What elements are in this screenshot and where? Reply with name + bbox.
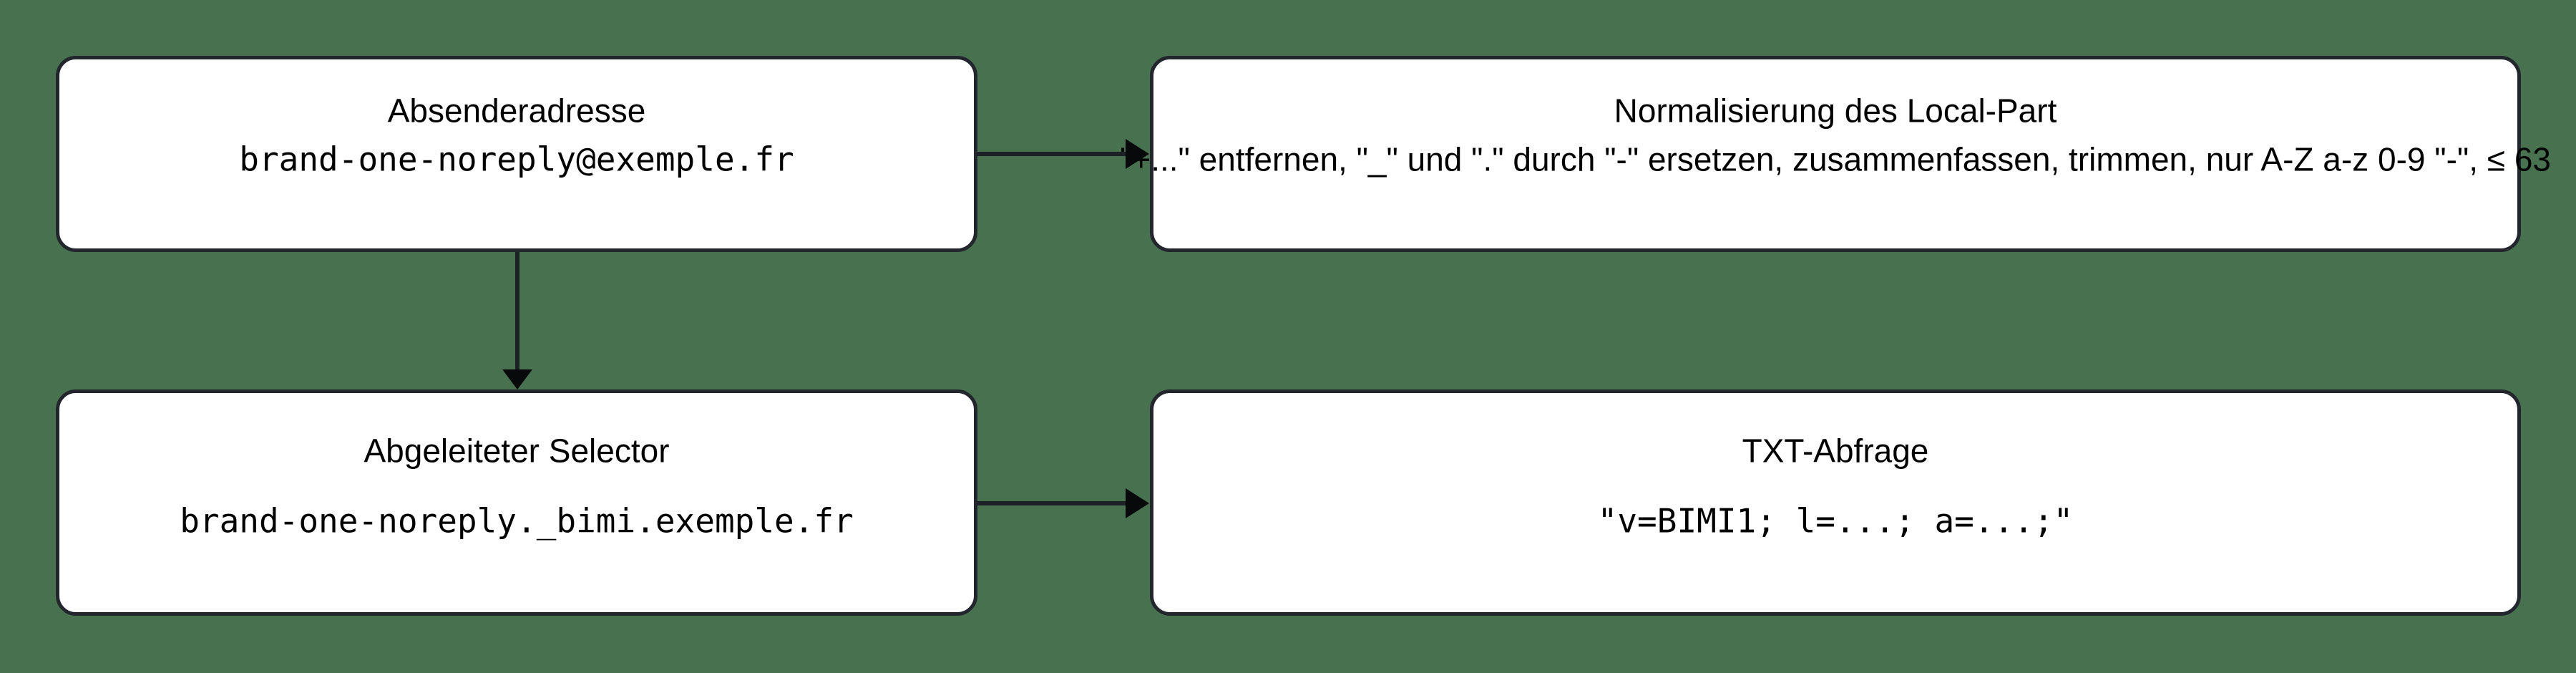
node-sender-address-value: brand-one-noreply@exemple.fr xyxy=(239,140,794,179)
node-normalization: Normalisierung des Local-Part "+..." ent… xyxy=(1120,56,2551,252)
node-sender-address: Absenderadresse brand-one-noreply@exempl… xyxy=(56,56,977,252)
node-normalization-rule: "+..." entfernen, "_" und "." durch "-" … xyxy=(1120,140,2551,178)
node-txt-query: TXT-Abfrage "v=BIMI1; l=...; a=...;" xyxy=(1150,389,2521,616)
arrow-sender-to-selector-line xyxy=(515,252,519,372)
node-txt-query-value: "v=BIMI1; l=...; a=...;" xyxy=(1597,501,2074,541)
node-sender-address-title: Absenderadresse xyxy=(387,92,646,130)
node-txt-query-title: TXT-Abfrage xyxy=(1742,432,1929,470)
arrow-selector-to-txt-line xyxy=(977,501,1128,505)
arrow-sender-to-normalization-line xyxy=(977,152,1128,156)
node-derived-selector-title: Abgeleiteter Selector xyxy=(364,432,670,470)
arrow-right-icon xyxy=(1126,488,1149,518)
arrow-down-icon xyxy=(502,369,532,389)
node-derived-selector-value: brand-one-noreply._bimi.exemple.fr xyxy=(180,501,854,541)
arrow-right-icon xyxy=(1126,139,1149,169)
node-derived-selector: Abgeleiteter Selector brand-one-noreply.… xyxy=(56,389,977,616)
node-normalization-title: Normalisierung des Local-Part xyxy=(1614,92,2057,130)
